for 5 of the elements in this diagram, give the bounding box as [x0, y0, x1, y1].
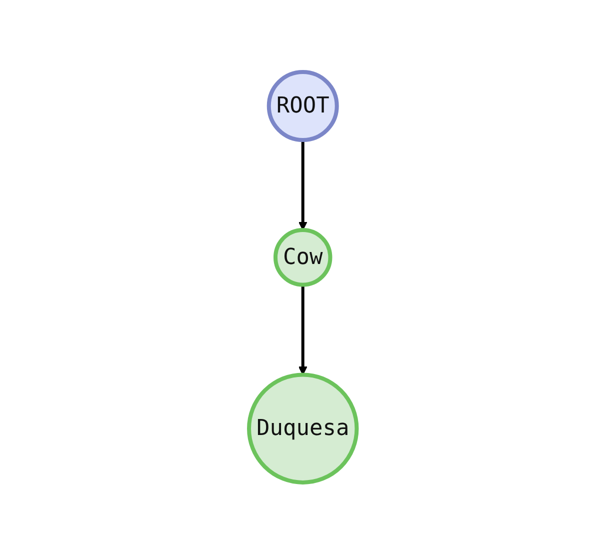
node-circle: Duquesa	[247, 373, 359, 485]
node-circle: ROOT	[267, 70, 339, 142]
arrow	[298, 285, 308, 376]
arrow	[298, 140, 308, 231]
node-circle: Cow	[274, 228, 332, 287]
